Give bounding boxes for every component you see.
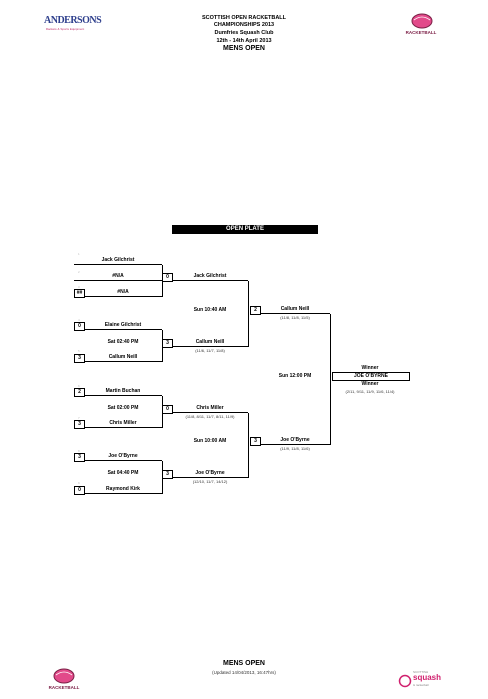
- r1-seed-5: 3: [74, 354, 85, 363]
- r2-time-2: Sun 10:00 AM: [193, 438, 227, 444]
- sf-seed-1: 2: [250, 306, 261, 315]
- winner-label-bottom: Winner: [361, 381, 379, 387]
- dates: 12th - 14th April 2013: [216, 38, 272, 44]
- r1-player-3: #N/A: [84, 289, 162, 297]
- racketball-logo: RACKETBALL: [402, 11, 440, 37]
- r2-seed-3: 0: [162, 405, 173, 414]
- racketball-logo-footer: RACKETBALL: [46, 666, 82, 692]
- andersons-logo: ANDERSONS Rackets & Sports Equipment: [44, 15, 102, 31]
- r1-seed-8: 3: [74, 453, 85, 462]
- r1-player-1: Jack Gilchrist: [74, 257, 162, 265]
- r1-player-7: Chris Miller: [84, 420, 162, 428]
- scottish-squash-logo: SCOTTISH squash & racketball: [398, 670, 446, 692]
- draw-title: OPEN PLATE: [172, 225, 318, 234]
- r1-player-8: Joe O'Byrne: [84, 453, 162, 461]
- r2-connector: [248, 413, 249, 478]
- r1-player-2: #N/A: [74, 273, 162, 281]
- title-line-2: CHAMPIONSHIPS 2013: [213, 22, 275, 28]
- r1-player-6: Martin Buchan: [84, 388, 162, 396]
- footer-event: MENS OPEN: [222, 660, 265, 667]
- sf-player-1: Callum Neill: [260, 306, 330, 314]
- r2-seed-2: 3: [162, 339, 173, 348]
- r1-seed-4: 0: [74, 322, 85, 331]
- sf-connector: [330, 314, 331, 445]
- title-line-1: SCOTTISH OPEN RACKETBALL: [201, 15, 287, 21]
- r1-player-9: Raymond Kirk: [84, 486, 162, 494]
- r1-seed-3: ##: [74, 289, 85, 298]
- r2-seed-4: 3: [162, 470, 173, 479]
- sf-score-1: (11/8, 11/8, 11/5): [280, 315, 310, 320]
- event-title: MENS OPEN: [222, 45, 265, 52]
- r2-player-1: Jack Gilchrist: [172, 273, 248, 281]
- r1-time-1: Sat 02:40 PM: [107, 339, 139, 345]
- sf-seed-2: 3: [250, 437, 261, 446]
- winner-label-top: Winner: [361, 365, 379, 371]
- r2-seed-1: 0: [162, 273, 173, 282]
- venue: Dumfries Squash Club: [214, 30, 274, 36]
- winner-score: (2/11, 9/11, 11/9, 11/6, 11/4): [345, 389, 395, 394]
- r2-player-4: Joe O'Byrne: [172, 470, 248, 478]
- r1-seed-6: 2: [74, 388, 85, 397]
- r1-player-4: Elaine Gilchrist: [84, 322, 162, 330]
- winner-name: JOE O'BYRNE: [332, 372, 410, 381]
- r2-connector: [248, 281, 249, 347]
- r1-player-5: Callum Neill: [84, 354, 162, 362]
- r1-time-2: Sat 02:00 PM: [107, 405, 139, 411]
- r1-time-3: Sat 04:40 PM: [107, 470, 139, 476]
- r2-score-4: (12/10, 11/7, 14/12): [192, 479, 228, 484]
- r2-player-3: Chris Miller: [172, 405, 248, 413]
- r2-player-2: Callum Neill: [172, 339, 248, 347]
- sf-score-2: (11/9, 11/8, 11/6): [280, 446, 310, 451]
- r2-score-3: (11/8, 8/11, 11/7, 8/11, 11/9): [185, 414, 235, 419]
- sf-player-2: Joe O'Byrne: [260, 437, 330, 445]
- r1-seed-7: 3: [74, 420, 85, 429]
- footer-updated: (Updated 14/04/2013, 16:47hrs): [212, 670, 276, 675]
- r1-seed-9: 0: [74, 486, 85, 495]
- r2-score-2: (11/6, 11/7, 11/8): [195, 348, 225, 353]
- final-time: Sun 12:00 PM: [278, 373, 312, 379]
- r2-time-1: Sun 10:40 AM: [193, 307, 227, 313]
